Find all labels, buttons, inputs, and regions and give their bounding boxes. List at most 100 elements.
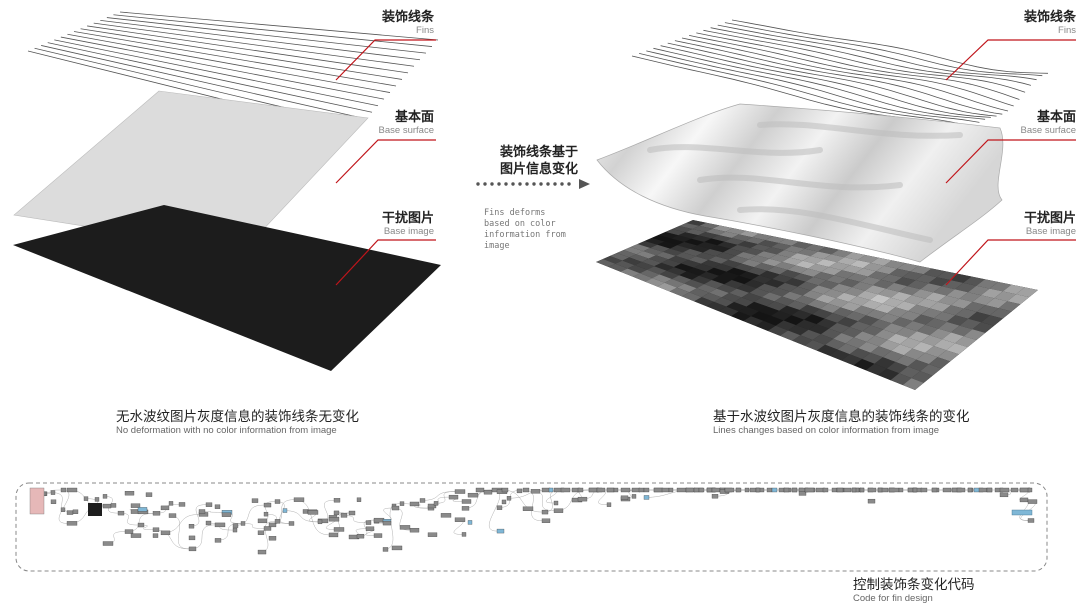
image-pixel xyxy=(797,281,819,291)
left-label-image: 干扰图片 Base image xyxy=(381,211,434,237)
image-pixel xyxy=(766,301,787,311)
code-node xyxy=(771,487,778,493)
image-pixel xyxy=(704,238,725,246)
image-pixel xyxy=(666,267,687,276)
image-pixel xyxy=(955,308,977,319)
image-pixel xyxy=(684,238,705,246)
image-pixel xyxy=(735,252,757,260)
fin-line xyxy=(717,24,1037,81)
image-pixel xyxy=(722,248,744,256)
code-node xyxy=(102,541,114,546)
image-pixel xyxy=(874,357,896,369)
code-node xyxy=(257,549,267,555)
code-node xyxy=(94,497,100,502)
code-node xyxy=(214,522,226,528)
image-pixel xyxy=(963,301,986,312)
image-pixel xyxy=(942,332,964,344)
image-pixel xyxy=(763,315,784,326)
image-pixel xyxy=(876,265,898,275)
image-pixel xyxy=(818,280,840,290)
image-pixel xyxy=(884,260,906,269)
image-pixel xyxy=(820,328,842,339)
image-pixel xyxy=(733,263,755,272)
code-node xyxy=(307,510,319,515)
code-node xyxy=(60,507,66,512)
code-node xyxy=(999,492,1009,498)
image-pixel xyxy=(938,321,960,333)
code-node xyxy=(791,487,798,493)
image-pixel xyxy=(853,305,875,316)
code-node xyxy=(257,518,268,524)
image-pixel xyxy=(912,341,934,353)
image-pixel xyxy=(954,282,977,293)
code-node xyxy=(214,538,222,543)
code-wire xyxy=(152,529,190,550)
code-node xyxy=(867,498,876,504)
image-pixel xyxy=(959,292,981,302)
code-wire xyxy=(232,504,265,526)
code-node xyxy=(137,522,145,528)
arrow-dot xyxy=(525,182,529,186)
leader-line-left-surface xyxy=(335,139,436,184)
image-pixel xyxy=(907,280,929,290)
image-pixel xyxy=(831,249,853,258)
image-pixel xyxy=(862,262,884,272)
image-pixel xyxy=(622,257,642,266)
code-node xyxy=(427,503,437,509)
code-node xyxy=(1010,487,1019,493)
arrow-dot xyxy=(476,182,480,186)
code-node xyxy=(643,495,650,500)
code-node xyxy=(419,498,426,503)
code-node xyxy=(596,487,606,493)
image-pixel xyxy=(777,282,798,292)
code-node xyxy=(365,526,375,531)
code-node xyxy=(506,496,512,501)
image-pixel xyxy=(870,257,892,266)
image-pixel xyxy=(845,311,867,322)
code-node xyxy=(328,517,340,522)
code-node xyxy=(920,487,928,493)
image-pixel xyxy=(800,268,822,277)
code-node xyxy=(50,499,57,504)
right-base-image xyxy=(596,220,1038,390)
image-pixel xyxy=(775,320,796,331)
right-caption: 基于水波纹图片灰度信息的装饰线条的变化 Lines changes based … xyxy=(713,409,970,437)
image-pixel xyxy=(832,307,854,318)
code-node xyxy=(613,487,619,493)
image-pixel xyxy=(981,315,1003,326)
code-node xyxy=(274,499,281,504)
image-pixel xyxy=(715,252,736,260)
image-pixel xyxy=(831,283,852,293)
fin-line xyxy=(113,14,433,47)
image-pixel xyxy=(647,266,667,275)
image-pixel xyxy=(950,298,973,309)
code-node xyxy=(454,489,466,494)
image-pixel xyxy=(771,310,792,321)
image-pixel xyxy=(921,308,943,319)
code-node xyxy=(257,530,265,535)
code-node xyxy=(263,511,269,517)
image-pixel xyxy=(936,271,959,280)
image-pixel xyxy=(731,275,752,285)
image-pixel xyxy=(937,295,960,306)
image-pixel xyxy=(824,313,846,323)
image-pixel xyxy=(729,288,750,298)
image-pixel xyxy=(855,268,876,277)
fin-line xyxy=(67,33,391,93)
code-node xyxy=(735,487,742,493)
image-pixel xyxy=(805,276,827,286)
code-node xyxy=(467,492,479,498)
image-pixel xyxy=(685,229,706,236)
image-pixel xyxy=(637,241,658,248)
code-node xyxy=(711,487,722,493)
image-pixel xyxy=(657,241,678,249)
image-pixel xyxy=(693,263,714,272)
image-pixel xyxy=(640,269,660,279)
image-pixel xyxy=(785,278,806,287)
image-pixel xyxy=(677,283,697,293)
image-pixel xyxy=(758,306,780,316)
image-pixel xyxy=(711,275,732,285)
image-pixel xyxy=(780,330,801,341)
image-pixel xyxy=(608,263,628,272)
image-pixel xyxy=(828,262,850,271)
